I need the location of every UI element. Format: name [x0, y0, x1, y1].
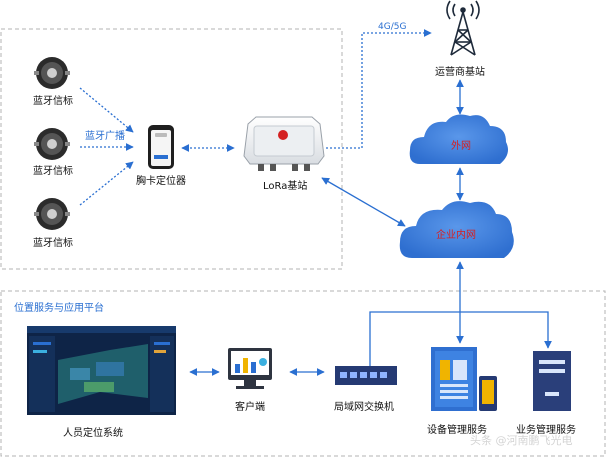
- business-server-icon: [533, 351, 571, 411]
- person-system-label: 人员定位系统: [63, 428, 123, 439]
- badge-label: 胸卡定位器: [136, 176, 186, 187]
- client-label: 客户端: [235, 402, 265, 413]
- lora-base-station-icon: [243, 116, 325, 171]
- lora-label: LoRa基站: [263, 181, 308, 192]
- switch-label: 局域网交换机: [334, 402, 394, 413]
- intranet-label: 企业内网: [436, 230, 476, 241]
- signal-arrow: [79, 87, 134, 133]
- signal-arrow: [79, 161, 134, 206]
- network-4g-label: 4G/5G: [378, 22, 407, 32]
- platform-area-border: [0, 290, 606, 457]
- intranet-cloud-icon: [399, 201, 514, 258]
- field-area-border: [0, 28, 343, 270]
- badge-locator-icon: [148, 125, 174, 169]
- beacon-label: 蓝牙信标: [33, 96, 73, 107]
- bluetooth-beacon-icon: [34, 198, 70, 230]
- device-mgmt-label: 设备管理服务: [427, 425, 487, 436]
- beacon-label: 蓝牙信标: [33, 238, 73, 249]
- internet-cloud-icon: [409, 114, 508, 164]
- bluetooth-beacon-icon: [34, 57, 70, 89]
- client-computer-icon: [228, 348, 272, 389]
- positioning-dashboard-image: [27, 326, 176, 415]
- lan-switch-icon: [335, 366, 397, 385]
- switch-server-link: [369, 311, 552, 366]
- internet-label: 外网: [451, 141, 471, 152]
- watermark: 头条 @河南鹏飞光电: [470, 434, 573, 447]
- biz-mgmt-label: 业务管理服务: [516, 425, 576, 436]
- lora-carrier-arrow: [326, 29, 432, 149]
- carrier-tower-icon: [446, 0, 480, 56]
- bluetooth-beacon-icon: [34, 128, 70, 160]
- beacon-label: 蓝牙信标: [33, 166, 73, 177]
- device-server-icon: [431, 347, 497, 411]
- carrier-label: 运营商基站: [435, 67, 485, 78]
- bt-broadcast-label: 蓝牙广播: [85, 131, 125, 142]
- lora-intranet-link: [321, 177, 406, 227]
- platform-title: 位置服务与应用平台: [14, 303, 104, 314]
